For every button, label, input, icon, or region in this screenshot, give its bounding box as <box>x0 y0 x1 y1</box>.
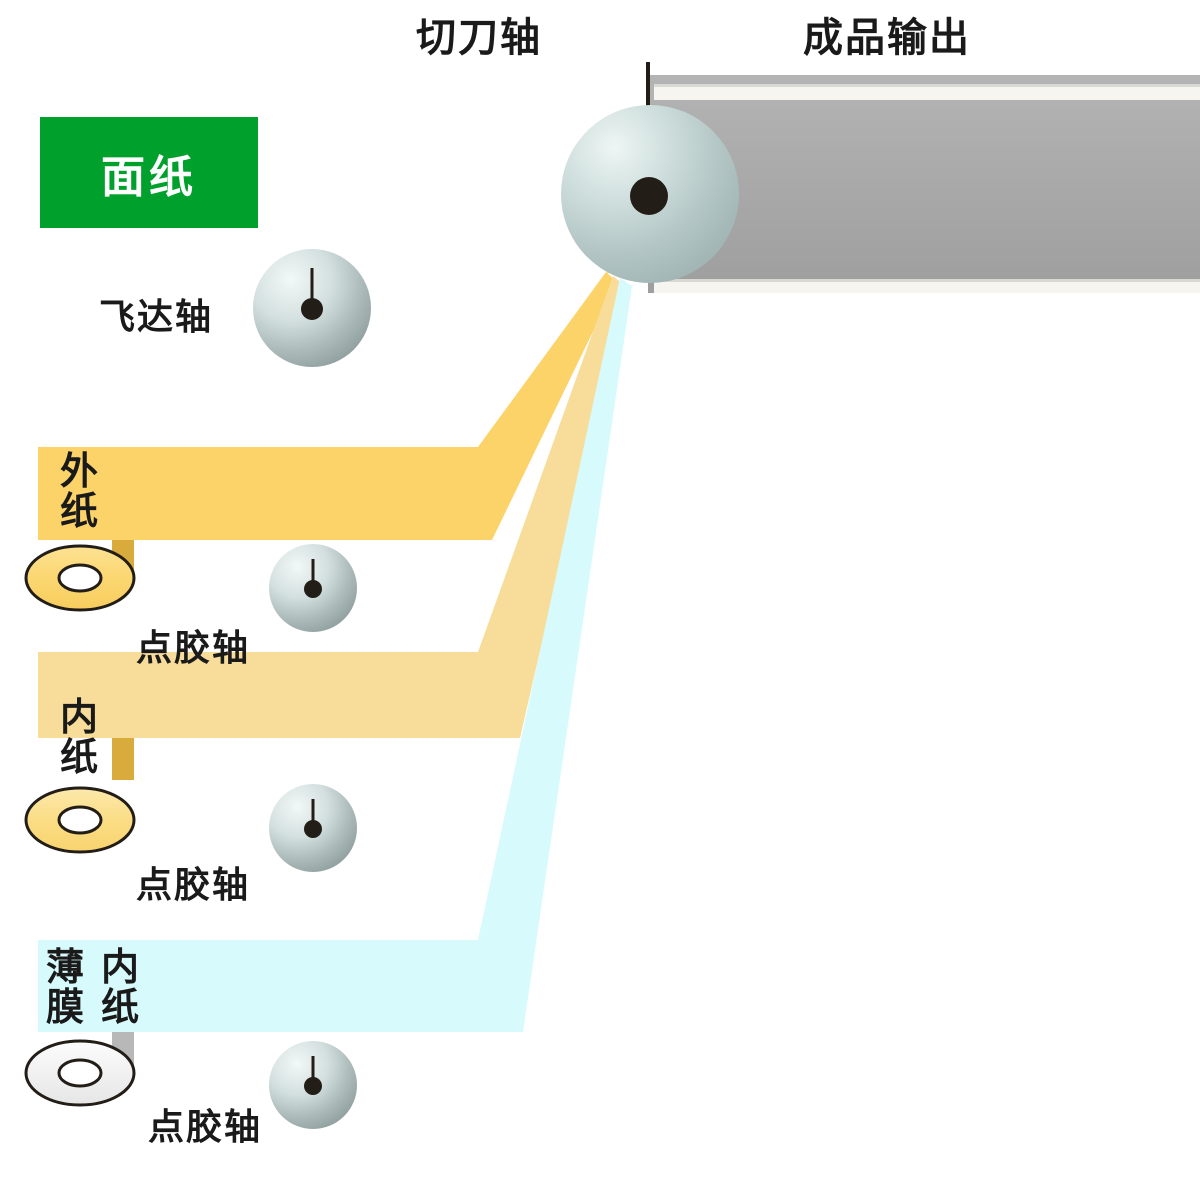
output-band-top-edge <box>654 84 1200 87</box>
inner-paper-strip-body <box>38 652 480 738</box>
inner-paper-strip-group <box>38 276 624 738</box>
outer-paper-roll-core <box>57 563 103 593</box>
glue-shaft-label-2: 点胶轴 <box>136 865 251 906</box>
film-strip-diagonal <box>478 278 632 1032</box>
film-strip-group <box>38 278 632 1032</box>
output-band <box>648 75 1200 293</box>
outer-paper-label-line2: 纸 <box>60 488 100 533</box>
glue-shaft-2-hub <box>304 820 322 838</box>
glue-shaft-2-group <box>269 784 357 872</box>
cutter-shaft-hub <box>630 177 668 215</box>
glue-shaft-3-group <box>269 1041 357 1129</box>
outer-paper-label: 外 纸 <box>60 449 100 533</box>
glue-shaft-1-group <box>269 544 357 632</box>
film-inner-paper-label: 薄 内 膜 纸 <box>46 945 141 1029</box>
inner-paper-roll-core <box>57 805 103 835</box>
film-strip-body <box>38 940 480 1032</box>
outer-paper-label-line1: 外 <box>60 449 100 493</box>
glue-shaft-label-3: 点胶轴 <box>148 1107 263 1148</box>
film-roll-core <box>57 1058 103 1088</box>
feeder-shaft-label: 飞达轴 <box>99 297 214 338</box>
output-band-bottom-edge <box>654 279 1200 282</box>
inner-paper-roll-group <box>24 738 136 854</box>
output-band-group <box>648 75 1200 293</box>
output-band-bottom-highlight <box>654 281 1200 293</box>
cutter-shaft-title: 切刀轴 <box>416 15 542 61</box>
film-label-line2: 膜 <box>46 984 86 1029</box>
inner-paper-label: 内 纸 <box>60 695 100 779</box>
face-paper-badge[interactable]: 面纸 <box>40 117 258 228</box>
outer-paper-strip-diagonal <box>478 272 617 540</box>
glue-shaft-1-hub <box>304 580 322 598</box>
film-roll-group <box>24 1032 136 1107</box>
outer-paper-roll-group <box>24 540 136 612</box>
output-band-top-highlight <box>654 86 1200 100</box>
inner-paper-strip-diagonal <box>478 276 624 738</box>
feeder-shaft-group <box>253 249 371 367</box>
glue-shaft-3-hub <box>304 1077 322 1095</box>
feeder-shaft-hub <box>301 298 323 320</box>
outer-paper-strip-body <box>38 447 480 540</box>
inner-paper-roll-side <box>112 738 134 780</box>
glue-shaft-label-1: 点胶轴 <box>136 628 251 669</box>
cutter-shaft-group <box>561 62 739 283</box>
output-title: 成品输出 <box>803 15 971 61</box>
film-inner-label-line1: 内 <box>101 945 141 989</box>
film-label-line1: 薄 <box>46 945 86 989</box>
outer-paper-strip-group <box>38 266 617 540</box>
inner-paper-label-line1: 内 <box>60 695 100 739</box>
inner-paper-label-line2: 纸 <box>60 734 100 779</box>
film-inner-label-line2: 纸 <box>101 984 141 1029</box>
